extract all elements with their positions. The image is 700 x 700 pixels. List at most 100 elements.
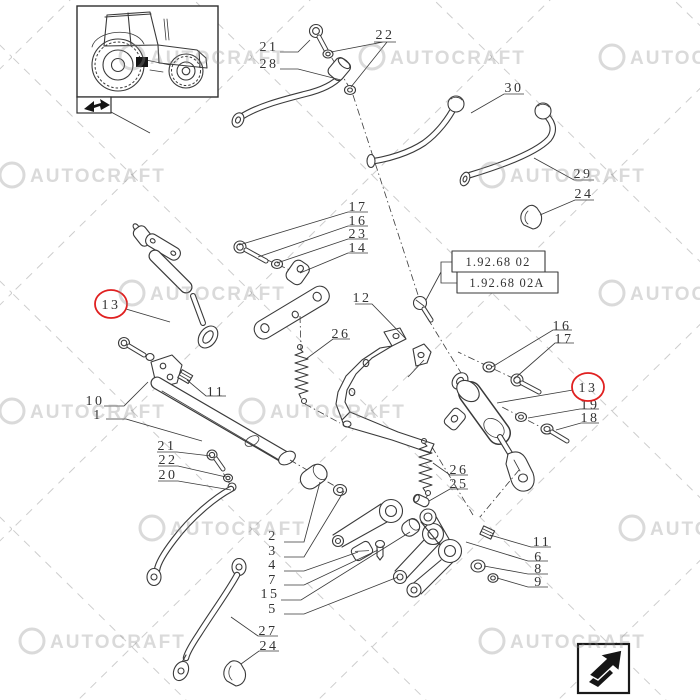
part-pipe-28 <box>231 23 420 299</box>
part-label-23-left[interactable]: 23 <box>349 227 368 242</box>
watermark-layer: AUTOCRAFT AUTOCRAFT AUTOCRAFT AUTOCRAFT … <box>0 43 700 655</box>
part-tube-29 <box>459 102 556 187</box>
leader-lines <box>104 39 599 665</box>
ref-box-1-text[interactable]: 1.92.68 02 <box>465 255 530 269</box>
watermark-item: AUTOCRAFT <box>358 43 526 71</box>
part-plate-14 <box>253 285 330 351</box>
watermark-item: AUTOCRAFT <box>0 397 166 425</box>
part-label-12[interactable]: 12 <box>353 291 372 306</box>
svg-text:AUTOCRAFT: AUTOCRAFT <box>510 166 646 187</box>
part-label-11-right[interactable]: 11 <box>533 535 551 550</box>
watermark-item: AUTOCRAFT <box>478 627 646 655</box>
part-label-24-low[interactable]: 24 <box>260 639 279 654</box>
part-label-20[interactable]: 20 <box>159 468 178 483</box>
part-actuator-left <box>132 223 219 349</box>
part-bracket-12 <box>335 295 474 516</box>
ref-boxes: 1.92.68 02 1.92.68 02A <box>451 250 559 294</box>
svg-text:AUTOCRAFT: AUTOCRAFT <box>30 166 166 187</box>
part-label-5[interactable]: 5 <box>268 602 278 617</box>
ref-box-2-text[interactable]: 1.92.68 02A <box>469 276 544 290</box>
part-label-16-left[interactable]: 16 <box>349 214 368 229</box>
part-label-16-right[interactable]: 16 <box>553 319 572 334</box>
bolt-21-head <box>308 23 324 39</box>
svg-text:AUTOCRAFT: AUTOCRAFT <box>150 48 286 69</box>
part-label-22-top[interactable]: 22 <box>376 28 395 43</box>
svg-text:AUTOCRAFT: AUTOCRAFT <box>390 48 526 69</box>
part-spring-left <box>294 343 341 424</box>
svg-text:AUTOCRAFT: AUTOCRAFT <box>650 519 700 540</box>
part-label-24-top[interactable]: 24 <box>575 187 594 202</box>
next-view-box[interactable] <box>576 642 631 695</box>
svg-text:AUTOCRAFT: AUTOCRAFT <box>510 632 646 653</box>
part-label-13-left[interactable]: 13 <box>102 298 121 313</box>
part-label-14[interactable]: 14 <box>349 241 368 256</box>
part-label-3[interactable]: 3 <box>268 544 278 559</box>
part-label-15[interactable]: 15 <box>261 587 280 602</box>
part-rod-20 <box>146 449 237 587</box>
part-label-13-right[interactable]: 13 <box>579 381 598 396</box>
watermark-item: AUTOCRAFT <box>598 43 700 71</box>
part-arm-left <box>117 336 346 493</box>
washer-22 <box>322 49 334 59</box>
part-label-6[interactable]: 6 <box>534 550 544 565</box>
svg-text:AUTOCRAFT: AUTOCRAFT <box>270 402 406 423</box>
watermark-item: AUTOCRAFT <box>478 161 646 189</box>
part-fork-right <box>406 508 499 598</box>
part-label-1[interactable]: 1 <box>93 408 103 423</box>
part-label-18[interactable]: 18 <box>581 411 600 426</box>
svg-text:AUTOCRAFT: AUTOCRAFT <box>50 632 186 653</box>
part-label-11-left[interactable]: 11 <box>207 385 225 400</box>
part-label-21-top[interactable]: 21 <box>260 40 279 55</box>
svg-text:AUTOCRAFT: AUTOCRAFT <box>630 48 700 69</box>
part-label-22-low[interactable]: 22 <box>159 453 178 468</box>
watermark-item: AUTOCRAFT <box>138 514 306 542</box>
part-label-8[interactable]: 8 <box>534 562 544 577</box>
part-washer-16-right <box>457 351 542 395</box>
part-label-2[interactable]: 2 <box>268 529 278 544</box>
part-washer-19-bolt-18 <box>514 411 570 444</box>
part-label-7[interactable]: 7 <box>268 573 278 588</box>
svg-text:AUTOCRAFT: AUTOCRAFT <box>30 402 166 423</box>
part-label-25[interactable]: 25 <box>450 477 469 492</box>
part-links-center <box>299 463 445 585</box>
highlight-circle-13-left[interactable] <box>94 289 128 319</box>
part-location-marker <box>136 57 148 67</box>
part-label-30[interactable]: 30 <box>505 81 524 96</box>
ref-box-2[interactable] <box>456 271 559 294</box>
part-label-21-low[interactable]: 21 <box>158 439 177 454</box>
watermark-item: AUTOCRAFT <box>118 279 286 307</box>
washer-22b <box>343 84 357 96</box>
part-label-26-left[interactable]: 26 <box>332 327 351 342</box>
watermark-item: AUTOCRAFT <box>238 397 406 425</box>
tractor-thumbnail[interactable] <box>76 5 219 134</box>
part-label-10[interactable]: 10 <box>86 394 105 409</box>
tractor-illustration <box>91 11 208 92</box>
part-clip-24-top <box>520 204 543 230</box>
svg-text:AUTOCRAFT: AUTOCRAFT <box>170 519 306 540</box>
part-label-19[interactable]: 19 <box>581 398 600 413</box>
part-spring-right <box>412 437 433 508</box>
part-label-4[interactable]: 4 <box>268 558 278 573</box>
part-label-29[interactable]: 29 <box>574 167 593 182</box>
part-label-17-right[interactable]: 17 <box>555 332 574 347</box>
part-pipe-27 <box>172 557 247 687</box>
highlight-circle-13-right[interactable] <box>571 372 605 402</box>
watermark-item: AUTOCRAFT <box>0 161 166 189</box>
watermark-item: AUTOCRAFT <box>118 43 286 71</box>
part-label-17-left[interactable]: 17 <box>349 200 368 215</box>
watermark-item: AUTOCRAFT <box>598 279 700 307</box>
part-label-26-right[interactable]: 26 <box>450 463 469 478</box>
watermark-item: AUTOCRAFT <box>618 514 700 542</box>
part-label-9[interactable]: 9 <box>534 575 544 590</box>
part-label-28[interactable]: 28 <box>260 57 279 72</box>
svg-text:AUTOCRAFT: AUTOCRAFT <box>630 284 700 305</box>
part-label-27[interactable]: 27 <box>259 624 278 639</box>
next-arrow-icon[interactable] <box>587 649 623 681</box>
part-labels: 21 28 22 30 29 24 17 16 23 14 13 12 26 1… <box>86 28 605 654</box>
watermark-item: AUTOCRAFT <box>18 627 186 655</box>
svg-text:AUTOCRAFT: AUTOCRAFT <box>150 284 286 305</box>
back-arrow-icon[interactable] <box>84 99 110 112</box>
